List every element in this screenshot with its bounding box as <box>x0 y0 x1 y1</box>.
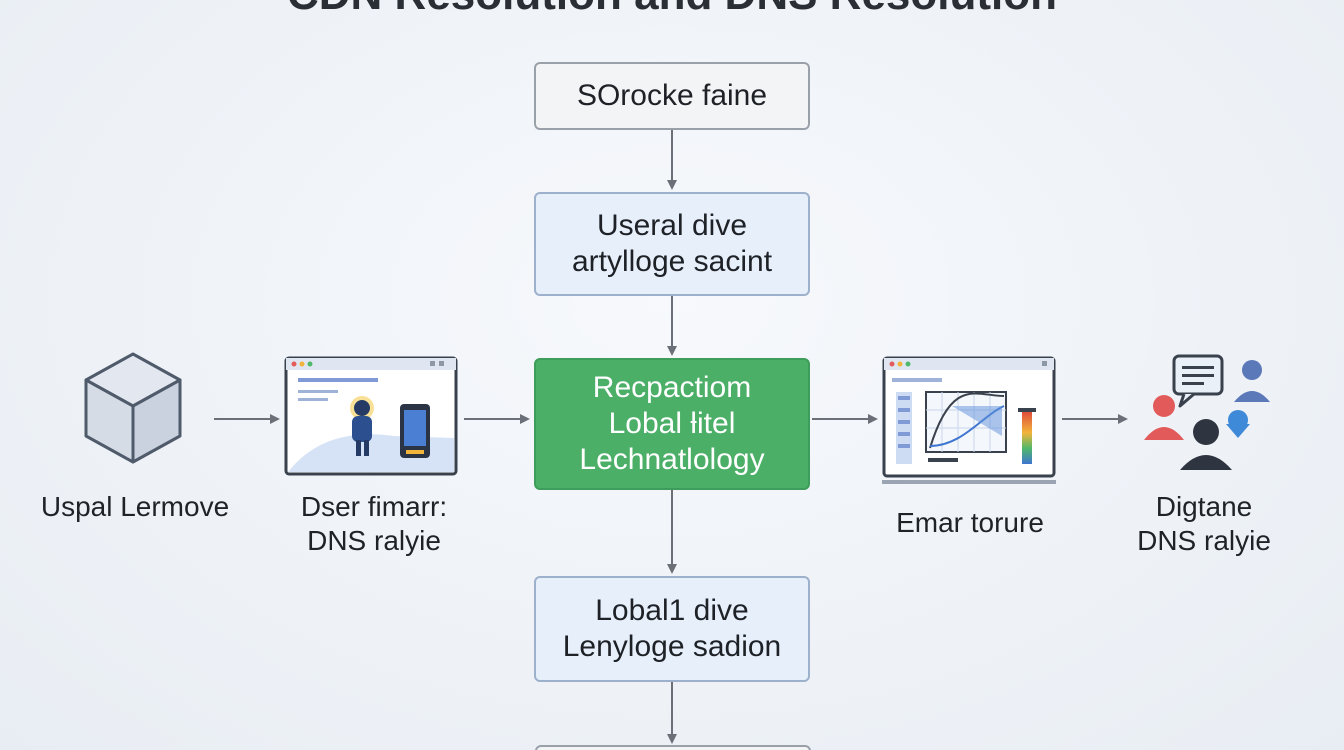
users-line-2: DNS ralyie <box>1137 525 1271 556</box>
node-center-line-3: Lechnatlology <box>579 443 765 476</box>
users-caption: Digtane DNS ralyie <box>1104 490 1304 558</box>
left-browser-line-1: Dser fimarr: <box>300 491 448 522</box>
diagram-title: CDN Resolution and DNS Resolution <box>0 0 1344 20</box>
node-bottom-line-1: Lobal1 dive <box>595 594 749 627</box>
analytics-window-icon <box>882 356 1056 488</box>
node-center-line-2: Lobal ƚitel <box>608 407 736 440</box>
node-second: Useral dive artylloge sacint <box>534 192 810 296</box>
cube-caption: Uspal Lermove <box>40 491 230 522</box>
node-second-line-2: artylloge sacint <box>571 245 773 278</box>
left-browser-line-2: DNS ralyie <box>307 525 441 556</box>
node-top: SOrocke faine <box>534 62 810 130</box>
node-top-label: SOrocke faine <box>576 79 768 112</box>
node-center-line-1: Recpactiom <box>592 371 752 404</box>
browser-window-icon <box>284 356 458 476</box>
node-bottom: Lobal1 dive Lenyloge sadion <box>534 576 810 682</box>
node-second-line-1: Useral dive <box>596 209 748 242</box>
node-center: Recpactiom Lobal ƚitel Lechnatlology <box>534 358 810 490</box>
cube-icon <box>80 350 186 470</box>
users-group-icon <box>1140 354 1276 472</box>
users-line-1: Digtane <box>1155 491 1253 522</box>
node-bottom-line-2: Lenyloge sadion <box>562 630 782 663</box>
right-browser-caption: Emar torure <box>896 507 1044 538</box>
partial-next-box <box>535 745 811 750</box>
left-browser-caption: Dser fimarr: DNS ralyie <box>264 490 484 558</box>
